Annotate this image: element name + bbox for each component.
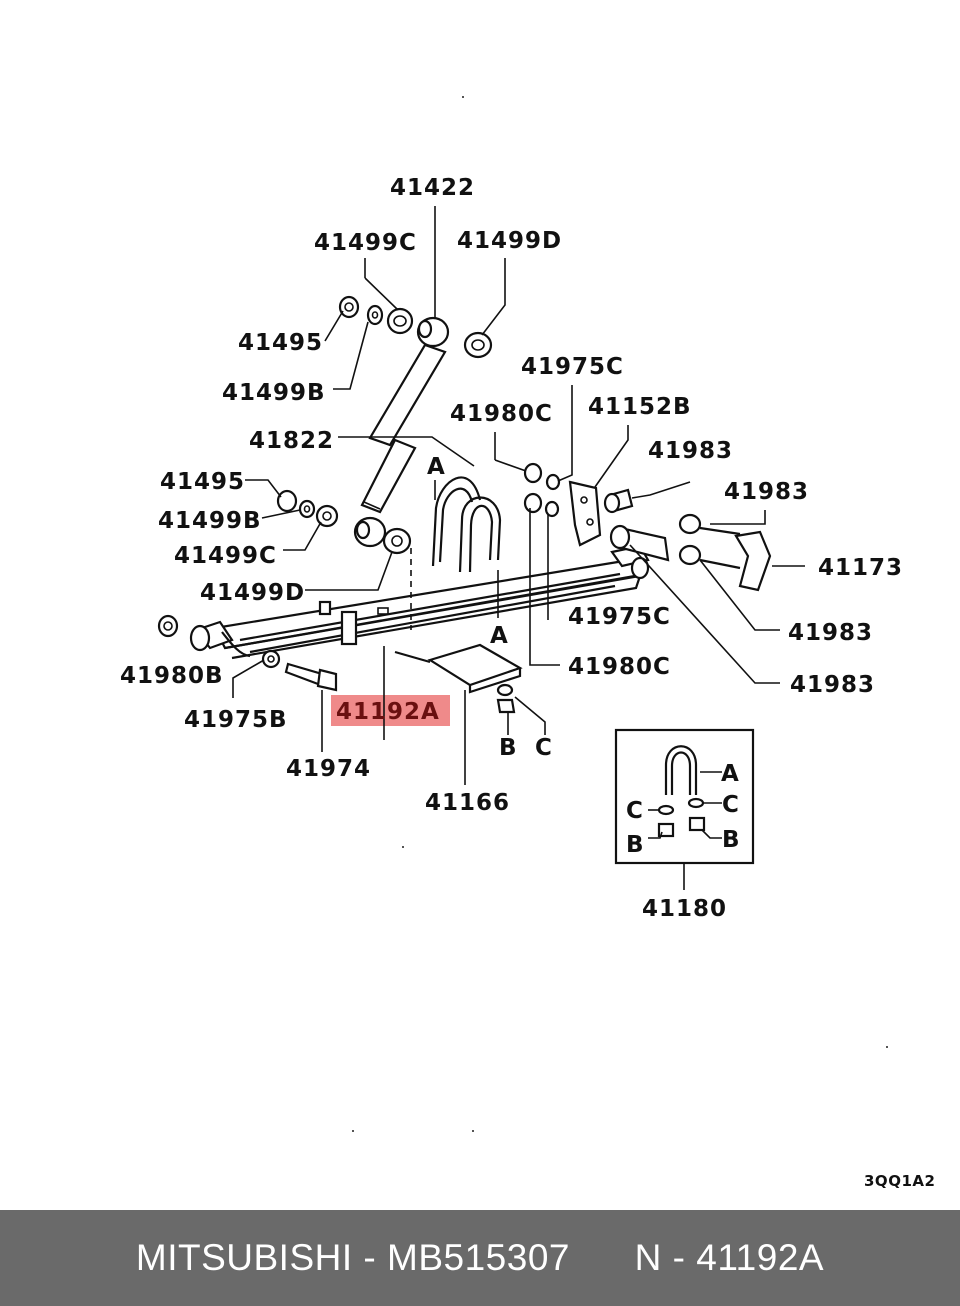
marker-B: B xyxy=(499,735,518,761)
label-41499D-top: 41499D xyxy=(457,228,562,254)
label-41975C-top: 41975C xyxy=(521,354,624,380)
leaf-spring xyxy=(189,544,650,660)
marker-A-bottom: A xyxy=(490,623,509,649)
footer-bar: MITSUBISHI - MB515307 N - 41192A xyxy=(0,1210,960,1306)
parts-diagram: 41422 41499C 41499D 41495 41499B 41975C … xyxy=(120,96,935,1190)
spring-seat xyxy=(394,643,523,714)
inset-marker-B-left: B xyxy=(626,832,645,858)
label-41980B: 41980B xyxy=(120,663,224,689)
label-41983-b: 41983 xyxy=(724,479,809,505)
front-bolt xyxy=(157,614,338,692)
label-41975C-mid: 41975C xyxy=(568,604,671,630)
leader-lines xyxy=(232,206,805,890)
diagram-code: 3QQ1A2 xyxy=(864,1172,935,1190)
label-41499C-mid: 41499C xyxy=(174,543,277,569)
label-41495-mid: 41495 xyxy=(160,469,245,495)
inset-marker-C-left: C xyxy=(626,798,644,824)
inset-marker-B-right: B xyxy=(722,827,741,853)
highlight-box xyxy=(331,695,450,726)
label-41499B-mid: 41499B xyxy=(158,508,262,534)
shackle-plate xyxy=(678,513,772,592)
footer-caption: MITSUBISHI - MB515307 N - 41192A xyxy=(135,1237,825,1278)
u-bolt xyxy=(431,476,502,573)
label-41166: 41166 xyxy=(425,790,510,816)
label-41499B-top: 41499B xyxy=(222,380,326,406)
rear-shackle xyxy=(523,462,670,562)
shock-top-hardware xyxy=(338,295,493,359)
inset-marker-A: A xyxy=(721,761,740,787)
label-41975B: 41975B xyxy=(184,707,288,733)
label-41974: 41974 xyxy=(286,756,371,782)
marker-C: C xyxy=(535,735,553,761)
label-41499C-top: 41499C xyxy=(314,230,417,256)
shock-absorber xyxy=(353,316,450,548)
label-41173: 41173 xyxy=(818,555,903,581)
label-41180: 41180 xyxy=(642,896,727,922)
label-41495-top: 41495 xyxy=(238,330,323,356)
scan-specks xyxy=(352,96,888,1132)
u-bolt-kit-inset xyxy=(614,728,755,865)
label-41152B: 41152B xyxy=(588,394,692,420)
label-41499D-mid: 41499D xyxy=(200,580,305,606)
label-41983-c: 41983 xyxy=(788,620,873,646)
label-41422: 41422 xyxy=(390,175,475,201)
inset-marker-C-right: C xyxy=(722,792,740,818)
shock-bottom-hardware xyxy=(276,489,412,555)
label-41980C-mid: 41980C xyxy=(568,654,671,680)
label-41192A: 41192A xyxy=(336,699,440,725)
label-41983-d: 41983 xyxy=(790,672,875,698)
label-41980C-top: 41980C xyxy=(450,401,553,427)
marker-A-top: A xyxy=(427,454,446,480)
label-41983-a: 41983 xyxy=(648,438,733,464)
label-41822: 41822 xyxy=(249,428,334,454)
